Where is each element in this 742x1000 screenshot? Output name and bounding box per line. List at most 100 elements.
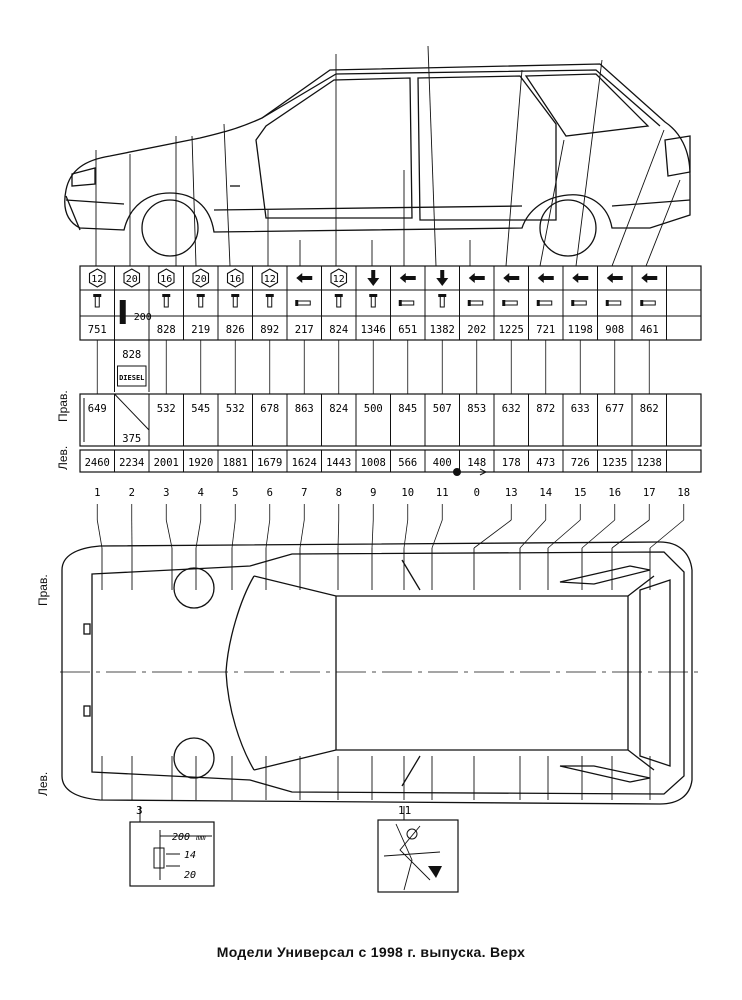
attachment-value: 824 — [329, 324, 348, 336]
arrow-left-icon — [503, 273, 520, 283]
hex-nut-icon — [192, 268, 210, 288]
bolt-head — [162, 294, 171, 297]
point-leader — [265, 519, 271, 549]
right-side-value: 824 — [329, 403, 348, 415]
datum-arrow — [430, 468, 488, 476]
longitudinal-value: 1881 — [223, 457, 248, 469]
right-side-value: 872 — [536, 403, 555, 415]
point-leader — [519, 519, 547, 549]
nut-size-label: 12 — [264, 274, 276, 285]
longitudinal-value: 2001 — [154, 457, 179, 469]
point-number: 8 — [336, 487, 342, 499]
right-side-value: 845 — [398, 403, 417, 415]
plan-leader-lines — [101, 548, 651, 800]
hex-nut-icon — [226, 268, 244, 288]
attachment-value: 1225 — [499, 324, 524, 336]
point-leader — [337, 519, 340, 549]
figure-caption: Модели Универсал с 1998 г. выпуска. Верх — [216, 944, 526, 960]
bolt-head — [369, 294, 378, 297]
bolt-icon — [640, 300, 656, 306]
bolt-head — [502, 300, 506, 306]
bolt-length-label: 200 — [134, 312, 152, 323]
hex-nut-icon — [330, 268, 348, 288]
bolt-icon — [537, 300, 553, 306]
right-side-value: 633 — [571, 403, 590, 415]
attachment-value: 1346 — [361, 324, 386, 336]
arrow-down-icon — [367, 270, 380, 286]
left-side-value: 375 — [122, 433, 141, 445]
point-leader — [371, 519, 374, 549]
nut-size-label: 16 — [160, 274, 172, 285]
point-number: 4 — [198, 487, 204, 499]
point-number: 2 — [129, 487, 135, 499]
right-side-value: 632 — [502, 403, 521, 415]
detail-3-dim1: 200 mm — [172, 832, 206, 843]
detail-3-dim2: 14 — [184, 850, 196, 861]
bolt-head — [295, 300, 299, 306]
right-side-value: 649 — [88, 403, 107, 415]
right-side-value: 863 — [295, 403, 314, 415]
point-leader — [96, 519, 103, 549]
arrow-left-icon — [641, 273, 658, 283]
attachment-value: 461 — [640, 324, 659, 336]
bolt-icon — [606, 300, 622, 306]
right-side-value: 500 — [364, 403, 383, 415]
point-number: 18 — [677, 487, 690, 499]
attachment-value: 908 — [605, 324, 624, 336]
bolt-icon — [468, 300, 484, 306]
point-number: 6 — [267, 487, 273, 499]
detail-11-number: 11 — [398, 804, 411, 817]
attachment-value: 651 — [398, 324, 417, 336]
longitudinal-value: 473 — [536, 457, 555, 469]
arrow-left-icon — [399, 273, 416, 283]
point-number: 5 — [232, 487, 238, 499]
right-side-value: 678 — [260, 403, 279, 415]
diesel-tag: DIESEL — [119, 374, 144, 382]
right-side-value: 532 — [157, 403, 176, 415]
attachment-value: 219 — [191, 324, 210, 336]
longitudinal-value: 1443 — [326, 457, 351, 469]
point-leader — [649, 519, 685, 549]
bolt-head — [231, 294, 240, 297]
longitudinal-value: 1238 — [637, 457, 662, 469]
bolt-icon — [295, 300, 311, 306]
car-side-view — [64, 63, 691, 257]
bolt-head — [467, 300, 471, 306]
attachment-value: 1382 — [430, 324, 455, 336]
side-leader-lines — [95, 45, 681, 267]
hex-nut-icon — [123, 268, 141, 288]
longitudinal-value: 726 — [571, 457, 590, 469]
bolt-head — [571, 300, 575, 306]
bolt-icon — [399, 300, 415, 306]
diagonal-rule — [114, 393, 150, 431]
arrow-left-icon — [296, 273, 313, 283]
longitudinal-value: 1920 — [188, 457, 213, 469]
longitudinal-value: 1235 — [602, 457, 627, 469]
attachment-value: 721 — [536, 324, 555, 336]
arrow-down-icon — [436, 270, 449, 286]
point-leader — [581, 519, 616, 549]
arrow-left-icon — [572, 273, 589, 283]
detail-3-dim3: 20 — [184, 870, 196, 881]
right-side-value: 545 — [191, 403, 210, 415]
point-leader — [547, 519, 581, 549]
bolt-icon — [502, 300, 518, 306]
attachment-value: 828 — [157, 324, 176, 336]
attachment-value: 1198 — [568, 324, 593, 336]
point-number: 15 — [574, 487, 587, 499]
right-side-value: 507 — [433, 403, 452, 415]
point-leader — [231, 519, 236, 549]
nut-size-label: 20 — [126, 274, 138, 285]
bolt-head — [640, 300, 644, 306]
col2-value: 828 — [122, 349, 141, 361]
point-leader — [611, 519, 650, 549]
longitudinal-value: 2234 — [119, 457, 144, 469]
arrow-left-icon — [537, 273, 554, 283]
point-number: 10 — [401, 487, 414, 499]
bolt-head — [265, 294, 274, 297]
hex-nut-icon — [157, 268, 175, 288]
point-number: 14 — [539, 487, 552, 499]
diesel-tag-frame — [117, 365, 147, 387]
